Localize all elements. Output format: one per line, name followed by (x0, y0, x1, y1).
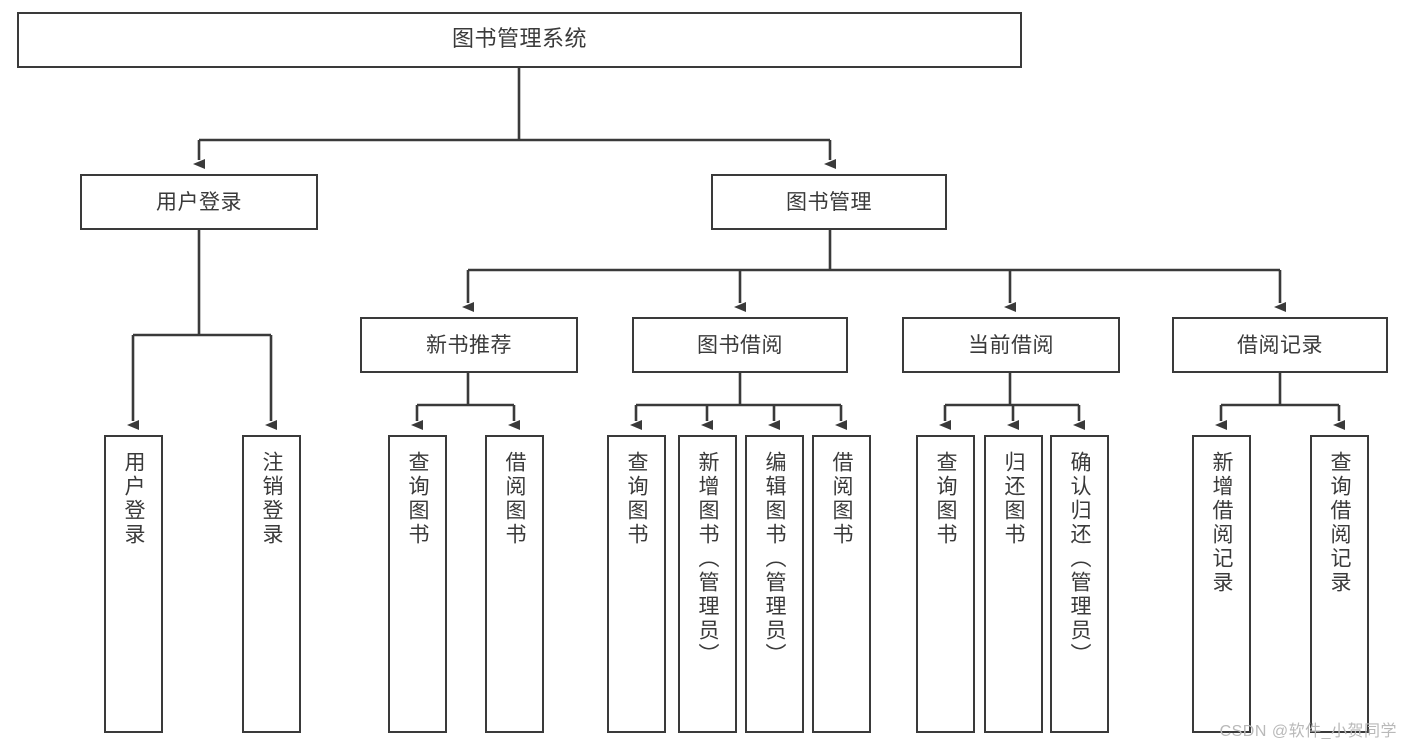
node-leaf-borrow-book-2[interactable]: 借阅图书 (812, 435, 871, 733)
node-leaf-add-book[interactable]: 新增图书（管理员） (678, 435, 737, 733)
node-leaf-borrow-book-1[interactable]: 借阅图书 (485, 435, 544, 733)
node-leaf-logout[interactable]: 注销登录 (242, 435, 301, 733)
node-root[interactable]: 图书管理系统 (17, 12, 1022, 68)
node-leaf-add-record-label: 新增借阅记录 (1210, 451, 1234, 595)
node-book-borrow-label: 图书借阅 (697, 332, 783, 357)
node-leaf-query-book-3-label: 查询图书 (934, 451, 958, 547)
node-current-borrow-label: 当前借阅 (968, 332, 1054, 357)
node-root-label: 图书管理系统 (451, 27, 587, 53)
csdn-watermark: CSDN @软件_小贺同学 (1219, 723, 1397, 740)
node-leaf-confirm-return[interactable]: 确认归还（管理员） (1050, 435, 1109, 733)
node-leaf-query-record-label: 查询借阅记录 (1328, 451, 1352, 595)
node-current-borrow[interactable]: 当前借阅 (902, 317, 1120, 373)
node-new-book-recommend-label: 新书推荐 (426, 332, 512, 357)
node-leaf-return-book-label: 归还图书 (1002, 451, 1026, 547)
node-leaf-query-book-3[interactable]: 查询图书 (916, 435, 975, 733)
node-leaf-edit-book[interactable]: 编辑图书（管理员） (745, 435, 804, 733)
node-user-login[interactable]: 用户登录 (80, 174, 318, 230)
node-book-manage[interactable]: 图书管理 (711, 174, 947, 230)
node-user-login-label: 用户登录 (156, 189, 242, 214)
node-leaf-edit-book-label: 编辑图书（管理员） (763, 451, 787, 667)
node-new-book-recommend[interactable]: 新书推荐 (360, 317, 578, 373)
node-leaf-confirm-return-label: 确认归还（管理员） (1068, 451, 1092, 667)
node-leaf-user-login[interactable]: 用户登录 (104, 435, 163, 733)
node-leaf-query-book-1-label: 查询图书 (406, 451, 430, 547)
node-book-borrow[interactable]: 图书借阅 (632, 317, 848, 373)
node-borrow-record-label: 借阅记录 (1237, 332, 1323, 357)
node-leaf-add-record[interactable]: 新增借阅记录 (1192, 435, 1251, 733)
node-leaf-borrow-book-2-label: 借阅图书 (830, 451, 854, 547)
node-leaf-query-book-1[interactable]: 查询图书 (388, 435, 447, 733)
node-leaf-user-login-label: 用户登录 (122, 451, 146, 547)
node-leaf-return-book[interactable]: 归还图书 (984, 435, 1043, 733)
node-borrow-record[interactable]: 借阅记录 (1172, 317, 1388, 373)
node-leaf-add-book-label: 新增图书（管理员） (696, 451, 720, 667)
node-book-manage-label: 图书管理 (786, 189, 872, 214)
node-leaf-query-record[interactable]: 查询借阅记录 (1310, 435, 1369, 733)
node-leaf-query-book-2-label: 查询图书 (625, 451, 649, 547)
node-leaf-borrow-book-1-label: 借阅图书 (503, 451, 527, 547)
node-leaf-logout-label: 注销登录 (260, 451, 284, 547)
node-leaf-query-book-2[interactable]: 查询图书 (607, 435, 666, 733)
